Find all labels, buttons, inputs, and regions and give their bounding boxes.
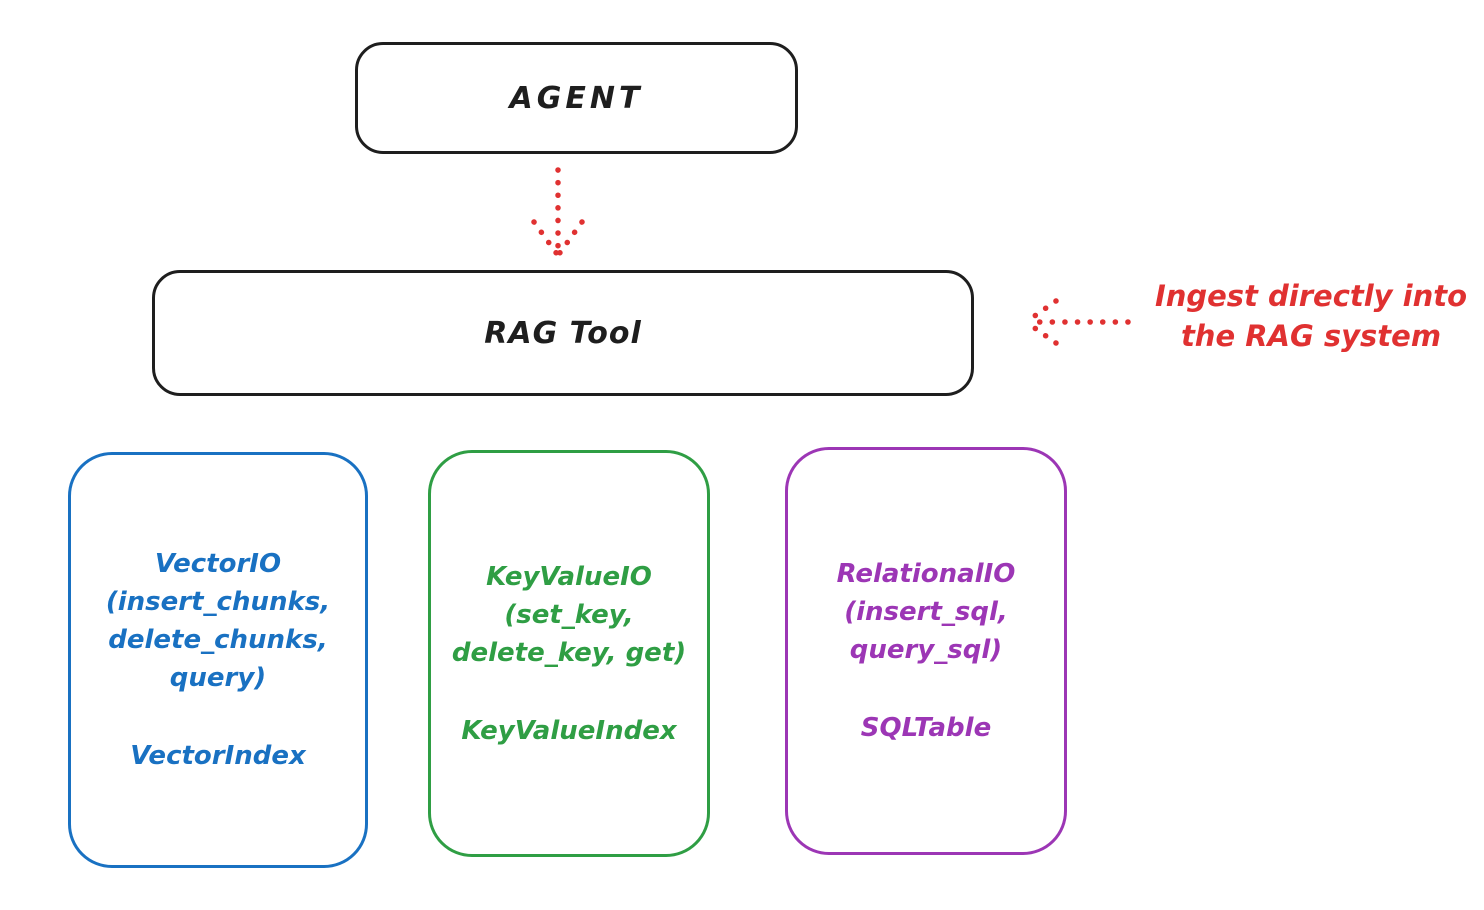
- vector-io-node: VectorIO (insert_chunks, delete_chunks,que…: [68, 452, 368, 868]
- arrow-head-lower-icon: [1023, 319, 1059, 346]
- text-line: VectorIO: [154, 549, 282, 579]
- relational-io-signature: RelationalIO (insert_sql, query_sql): [837, 555, 1016, 669]
- vector-index-label: VectorIndex: [130, 741, 306, 771]
- text-line: (insert_sql,: [844, 597, 1008, 627]
- text-line: (insert_chunks,: [105, 587, 331, 617]
- text-line: Ingest directly into: [1154, 279, 1468, 313]
- arrow-head-right-icon: [556, 219, 585, 257]
- agent-label: AGENT: [509, 80, 644, 116]
- arrow-head-left-icon: [531, 219, 560, 257]
- agent-node: AGENT: [355, 42, 798, 154]
- text-line: (set_key,: [504, 599, 634, 630]
- text-line: query): [169, 663, 267, 693]
- agent-to-ragtool-arrow: [531, 167, 585, 257]
- arrow-head-upper-icon: [1023, 298, 1059, 325]
- text-line: query_sql): [849, 635, 1003, 665]
- rag-tool-label: RAG Tool: [484, 315, 642, 351]
- vector-io-signature: VectorIO (insert_chunks, delete_chunks,que…: [106, 545, 330, 697]
- text-line: RelationalIO: [836, 559, 1016, 589]
- annotation-to-ragtool-arrow: [1023, 298, 1131, 346]
- text-line: KeyValueIO: [486, 561, 652, 592]
- sql-table-label: SQLTable: [860, 713, 992, 743]
- keyvalue-io-node: KeyValueIO (set_key, delete_key, get) KeyV…: [428, 450, 710, 857]
- rag-tool-node: RAG Tool: [152, 270, 974, 396]
- ingest-annotation: Ingest directly into the RAG system: [1138, 276, 1484, 356]
- text-line: the RAG system: [1180, 319, 1442, 353]
- keyvalue-index-label: KeyValueIndex: [461, 715, 677, 746]
- relational-io-node: RelationalIO (insert_sql, query_sql) SQLTa…: [785, 447, 1067, 855]
- keyvalue-io-signature: KeyValueIO (set_key, delete_key, get): [452, 558, 686, 672]
- text-line: delete_chunks,: [108, 625, 328, 655]
- text-line: delete_key, get): [451, 637, 687, 668]
